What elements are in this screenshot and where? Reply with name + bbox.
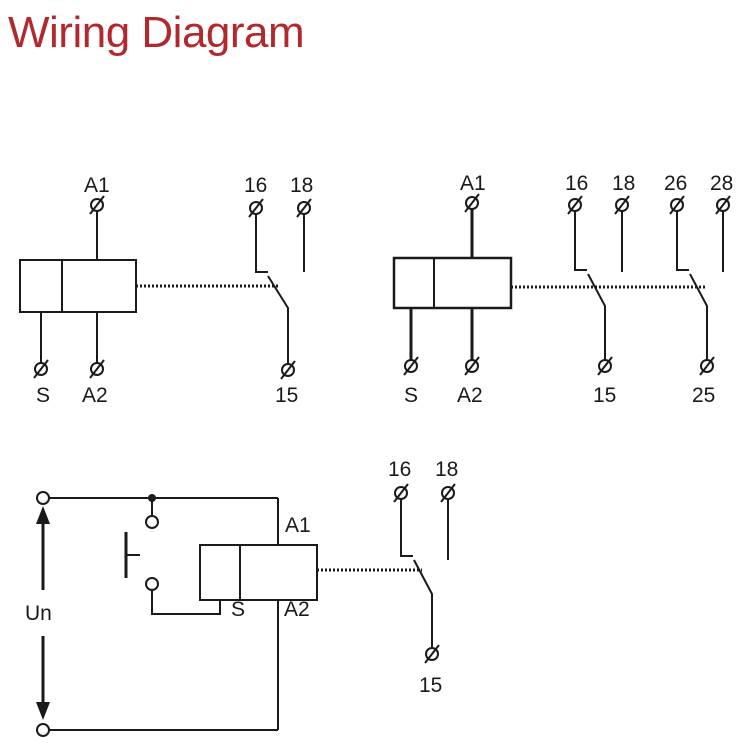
terminal-a2-2: A2 [457, 308, 483, 407]
label-28: 28 [710, 172, 733, 195]
label-s: S [36, 384, 50, 407]
label-a1: A1 [84, 174, 110, 197]
label-a2: A2 [82, 384, 108, 407]
label-18-2: 18 [612, 172, 635, 195]
relay-coil [19, 259, 137, 313]
label-16: 16 [244, 174, 267, 197]
page-title: Wiring Diagram [8, 8, 305, 57]
label-a2-3: A2 [284, 598, 310, 621]
label-15-2: 15 [593, 384, 616, 407]
terminal-a2: A2 [82, 312, 108, 407]
label-26: 26 [664, 172, 687, 195]
contact-16-18-15: 16 18 15 [244, 174, 313, 407]
label-16-2: 16 [565, 172, 588, 195]
label-15-3: 15 [419, 674, 442, 697]
label-s-2: S [404, 384, 418, 407]
supply-loop [36, 491, 279, 737]
label-un: Un [25, 602, 52, 625]
contact-16-18-15-3: 16 18 15 [388, 458, 458, 697]
label-25: 25 [692, 384, 715, 407]
diagram-single-contact: A1 S A2 16 18 15 [19, 174, 313, 407]
label-16-3: 16 [388, 458, 411, 481]
label-a2-2: A2 [457, 384, 483, 407]
voltage-arrow: Un [25, 506, 52, 720]
relay-coil-3: A1 S A2 [199, 514, 318, 621]
contact-16-18-15-2: 16 18 15 [565, 172, 635, 407]
terminal-a1: A1 [84, 174, 110, 260]
label-a1-2: A1 [460, 172, 486, 195]
relay-coil-2 [392, 256, 513, 310]
terminal-s: S [33, 312, 50, 407]
terminal-s-2: S [403, 308, 419, 407]
label-18: 18 [290, 174, 313, 197]
terminal-a1-2: A1 [460, 172, 486, 258]
label-18-3: 18 [435, 458, 458, 481]
label-15: 15 [275, 384, 298, 407]
label-a1-3: A1 [285, 514, 311, 537]
diagram-connection-example: Un A1 S A2 16 18 [25, 458, 458, 737]
control-switch [124, 494, 221, 615]
contact-26-28-25: 26 28 25 [664, 172, 733, 407]
diagram-double-contact: A1 S A2 16 18 15 [392, 172, 733, 407]
label-s-3: S [231, 598, 245, 621]
